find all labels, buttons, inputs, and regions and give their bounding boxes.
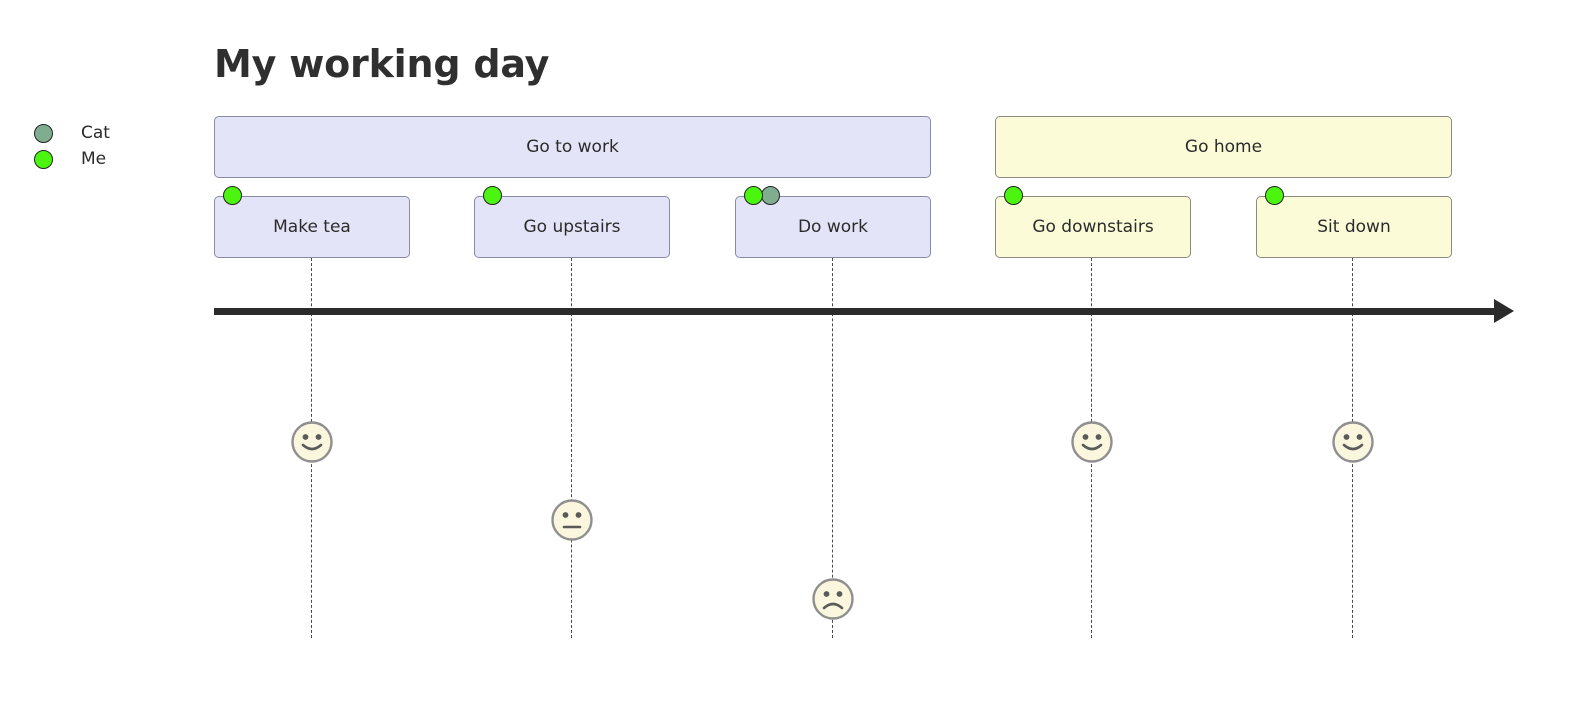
legend-swatch-cat	[34, 123, 53, 143]
task-box-label: Go upstairs	[523, 217, 621, 237]
actor-dot-me-go-downstairs[interactable]	[1004, 186, 1023, 205]
happy-face-make-tea	[290, 420, 334, 464]
task-box-sit-down[interactable]: Sit down	[1256, 196, 1452, 258]
actor-dot-me-make-tea[interactable]	[223, 186, 242, 205]
task-box-go-upstairs[interactable]: Go upstairs	[474, 196, 670, 258]
connector-line-do-work	[832, 258, 833, 638]
phase-bar-go-home[interactable]: Go home	[995, 116, 1452, 178]
task-box-go-downstairs[interactable]: Go downstairs	[995, 196, 1191, 258]
phase-bar-label: Go to work	[526, 137, 619, 157]
timeline-axis-arrowhead	[1494, 299, 1514, 323]
sad-face-do-work	[811, 577, 855, 621]
actor-dot-me-sit-down[interactable]	[1265, 186, 1284, 205]
legend: Cat Me	[34, 120, 184, 172]
actor-dot-me-do-work[interactable]	[744, 186, 763, 205]
actor-dot-me-go-upstairs[interactable]	[483, 186, 502, 205]
task-box-make-tea[interactable]: Make tea	[214, 196, 410, 258]
happy-face-go-downstairs	[1070, 420, 1114, 464]
timeline-axis-line	[214, 308, 1494, 315]
legend-label-me: Me	[81, 149, 107, 169]
legend-item-me[interactable]: Me	[34, 146, 184, 172]
legend-label-cat: Cat	[81, 123, 110, 143]
task-box-label: Go downstairs	[1032, 217, 1154, 237]
task-box-label: Make tea	[273, 217, 351, 237]
neutral-face-go-upstairs	[550, 498, 594, 542]
legend-item-cat[interactable]: Cat	[34, 120, 184, 146]
happy-face-sit-down	[1331, 420, 1375, 464]
task-box-label: Sit down	[1317, 217, 1391, 237]
phase-bar-go-to-work[interactable]: Go to work	[214, 116, 931, 178]
page-title: My working day	[214, 42, 550, 86]
task-box-label: Do work	[797, 217, 869, 237]
phase-bar-label: Go home	[1184, 137, 1263, 157]
legend-swatch-me	[34, 149, 53, 169]
actor-dot-cat-do-work[interactable]	[761, 186, 780, 205]
task-box-do-work[interactable]: Do work	[735, 196, 931, 258]
connector-line-go-upstairs	[571, 258, 572, 638]
